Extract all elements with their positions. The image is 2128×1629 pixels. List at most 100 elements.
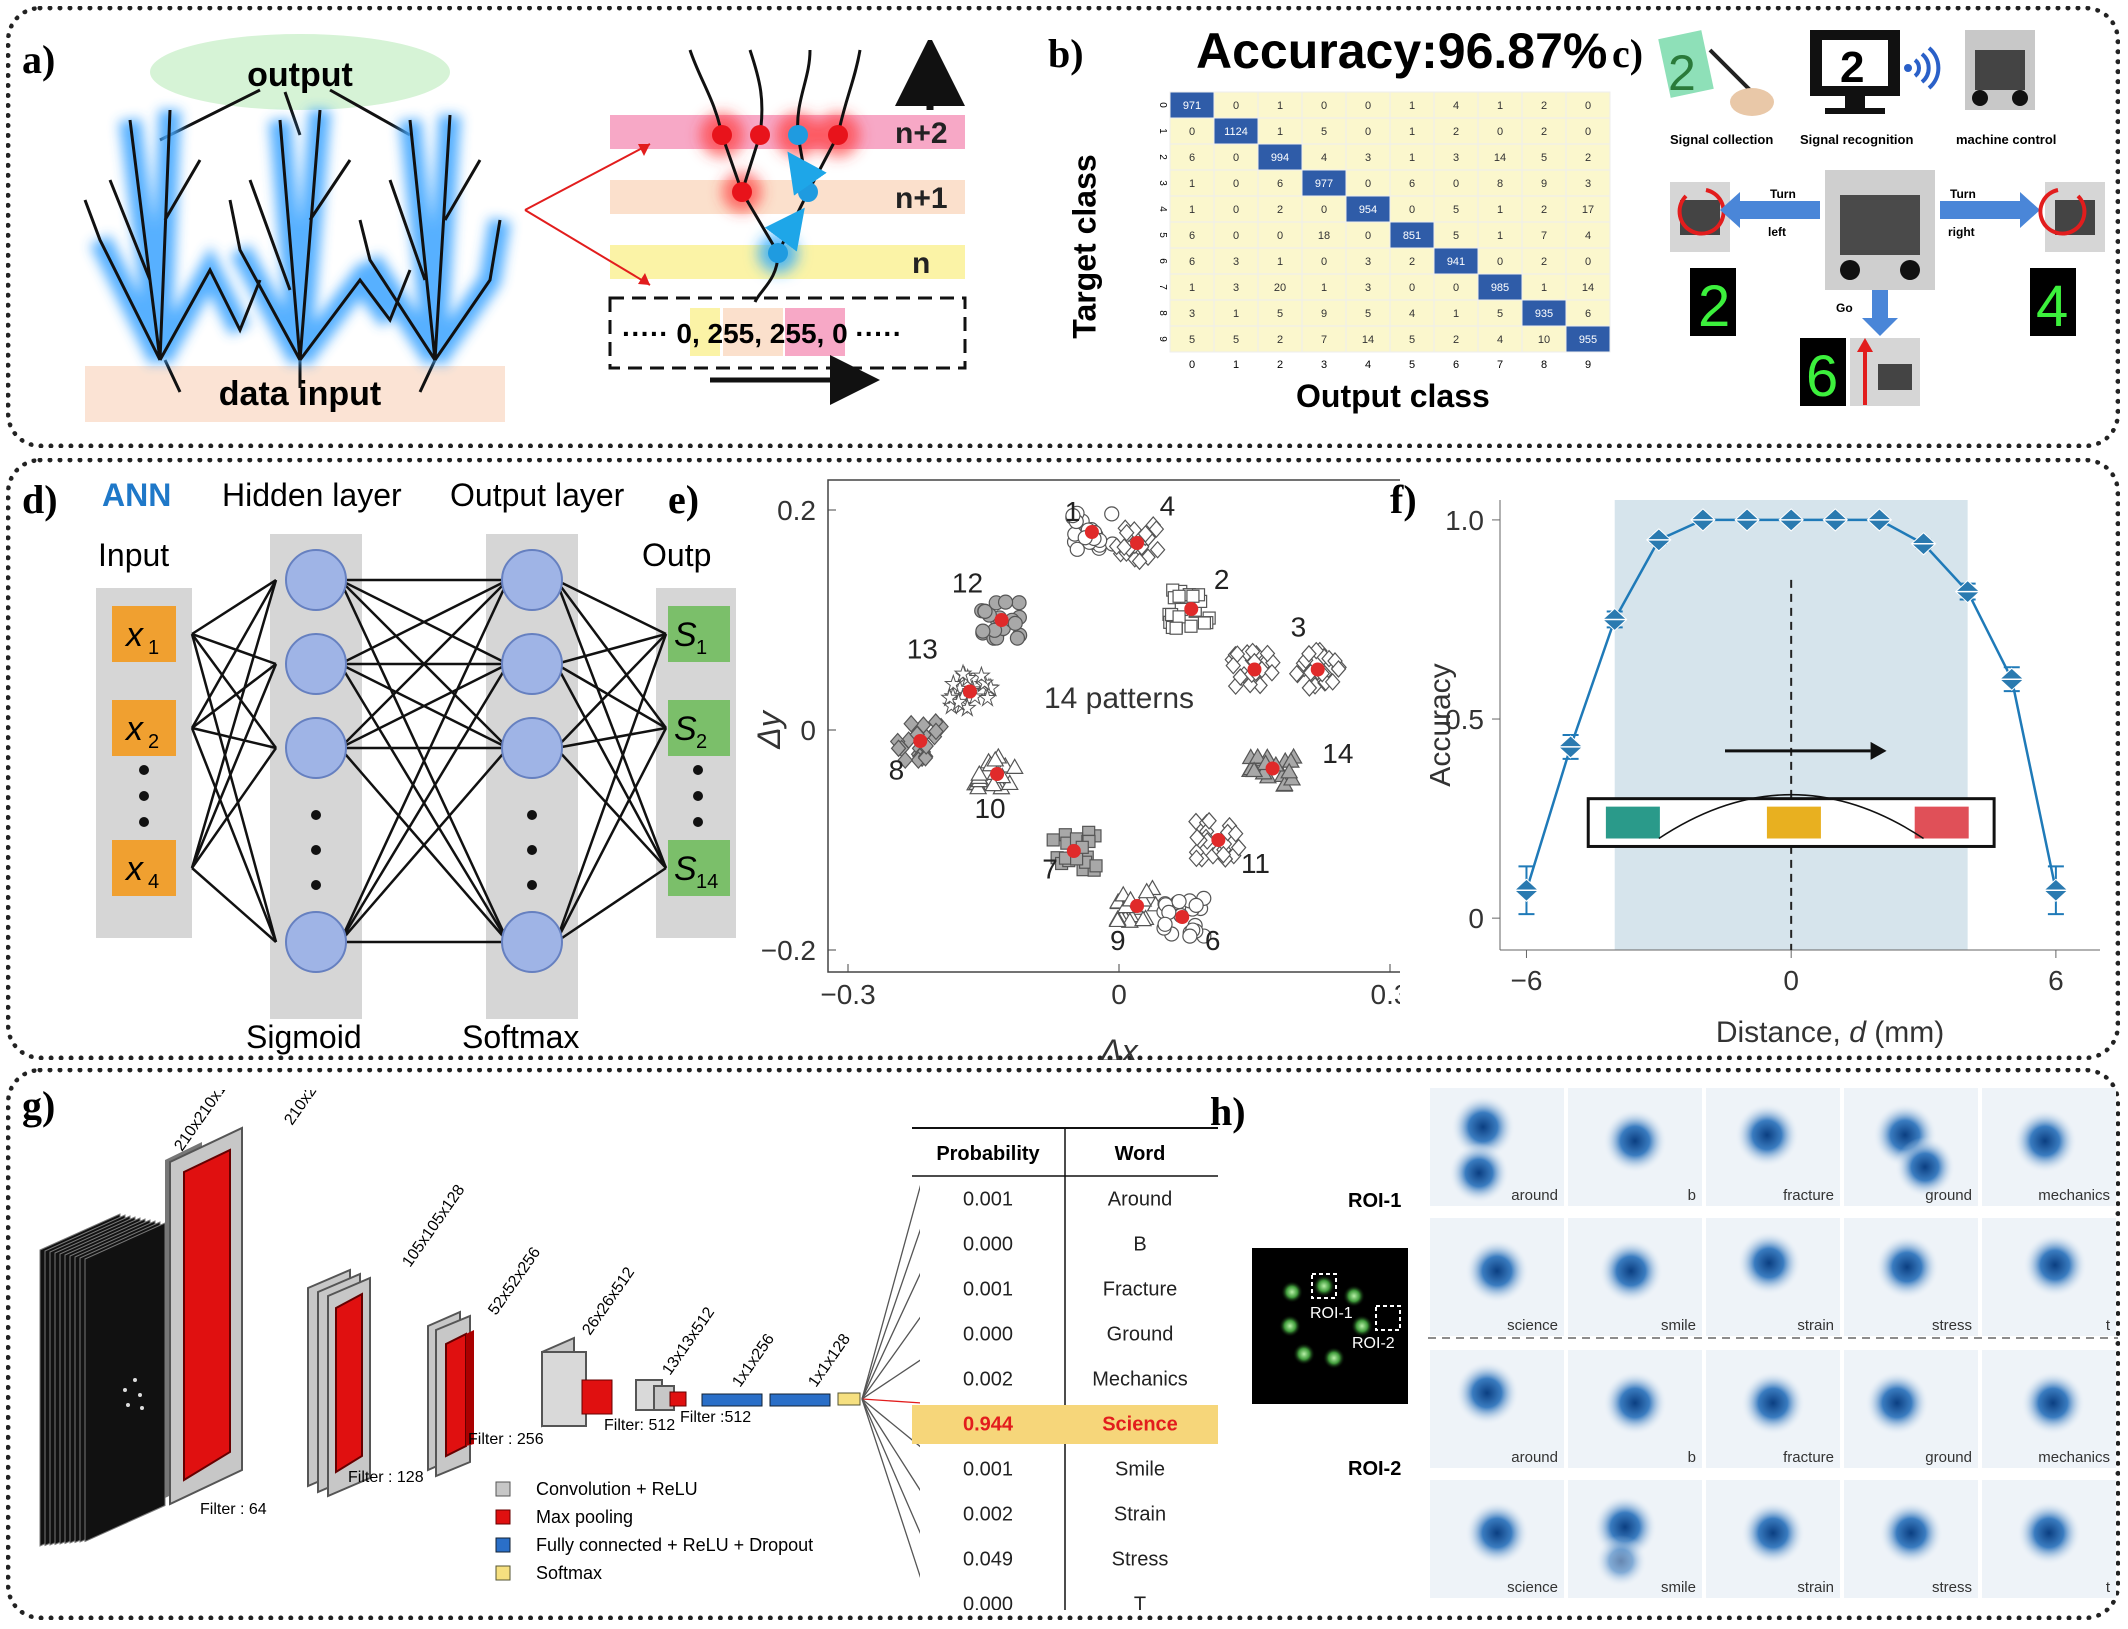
fan-line [861,1228,920,1400]
output-label: output [247,56,353,94]
matrix-value: 2 [1453,334,1459,346]
heatmap-blob [2013,1109,2077,1173]
heatmap-blob [1735,1103,1799,1167]
matrix-cell [1433,325,1479,353]
conv-block-5 [635,1379,687,1411]
heatmap-blob [1451,1095,1515,1159]
ann-connection [190,633,278,943]
matrix-value: 5 [1453,204,1459,216]
marker [1230,838,1247,857]
level-n-plus-2: n+2 [895,117,948,150]
table-probability: 0.001 [963,1189,1013,1211]
matrix-value: 955 [1579,334,1597,346]
legend-fc: Fully connected + ReLU + Dropout [536,1535,813,1555]
cluster-8 [889,713,949,770]
matrix-value: 1 [1277,126,1283,138]
matrix-value: 3 [1189,308,1195,320]
matrix-cell [1521,325,1567,353]
matrix-value: 18 [1318,230,1330,242]
x-tick-label: 5 [1409,359,1415,371]
heatmap-word: around [1511,1449,1558,1466]
ellipsis-dot [527,880,537,890]
cluster-label: 2 [1214,564,1230,595]
matrix-cell [1389,247,1435,275]
matrix-value: 4 [1585,230,1591,242]
matrix-cell [1169,91,1215,119]
matrix-value: 1 [1409,126,1415,138]
roi1-label: ROI-1 [1348,1190,1402,1212]
matrix-value: 3 [1233,256,1239,268]
matrix-cell [1213,247,1259,275]
cluster-label: 3 [1291,612,1307,643]
y-tick-label: 3 [1157,180,1168,186]
marker [1069,541,1085,557]
ann-connection [339,747,509,943]
go-label: Go [1836,301,1853,315]
cluster-label: 12 [952,568,983,599]
conv-block-3 [427,1310,474,1478]
ann-connection [190,579,278,729]
heatmap-word: smile [1661,1317,1696,1334]
matrix-value: 0 [1409,204,1415,216]
marker [940,687,960,707]
marker [1248,747,1267,764]
marker [1065,507,1081,524]
marker [1288,664,1305,683]
conv-block-2 [307,1268,371,1498]
cluster-center [1211,833,1226,847]
ann-title: ANN [102,477,171,513]
matrix-value: 3 [1365,282,1371,294]
y-axis-label: Δy [751,709,787,749]
matrix-value: 977 [1315,178,1333,190]
cnn-architecture: 210x210x10 210x210x64 105x105x128 52x52x… [39,1090,920,1583]
matrix-cell [1389,195,1435,223]
x-tick-label: −0.3 [820,979,875,1010]
matrix-value: 2 [1541,100,1547,112]
matrix-value: 1 [1409,152,1415,164]
annotation-label: 14 patterns [1044,682,1194,715]
heatmap-word: strain [1797,1317,1834,1334]
fan-line [861,1398,920,1492]
output-symbol: S [674,710,697,748]
ann-connection [554,727,668,943]
matrix-value: 4 [1453,100,1459,112]
marker [1149,540,1166,559]
fan-line [861,1398,920,1578]
ellipsis-dot [527,845,537,855]
output-subscript: 14 [696,871,718,893]
marker [1215,845,1232,864]
ann-connection [554,579,668,869]
matrix-cell [1169,273,1215,301]
matrix-cell [1477,325,1523,353]
output-neuron [501,717,563,779]
heatmap-blob [1595,1535,1647,1587]
heatmap-blob [1875,1235,1939,1299]
cluster-center [1247,662,1262,677]
table-probability: 0.000 [963,1594,1013,1611]
matrix-value: 20 [1274,282,1286,294]
cluster-center [1130,899,1145,913]
ann-connection [190,663,278,869]
cluster-center [1130,536,1145,550]
x-tick-label: 3 [1321,359,1327,371]
cluster-label: 9 [1110,925,1126,956]
matrix-value: 1 [1497,230,1503,242]
panel-label-b: b) [1048,31,1084,76]
panel-label-d: d) [22,477,58,522]
level-n: n [912,247,930,280]
cluster-label: 14 [1322,738,1353,769]
matrix-cell [1345,299,1391,327]
matrix-value: 0 [1453,282,1459,294]
cluster-4 [1108,516,1166,571]
x-tick-label: 0 [1783,965,1799,996]
digit-four: 4 [2036,274,2068,339]
matrix-value: 9 [1321,308,1327,320]
matrix-value: 0 [1321,100,1327,112]
ann-connection [554,579,668,729]
table-word: Fracture [1103,1279,1177,1301]
marker [1186,589,1200,603]
filter-label-3: Filter : 256 [468,1431,544,1448]
filter-label-5: Filter :512 [680,1409,751,1426]
matrix-value: 2 [1541,256,1547,268]
